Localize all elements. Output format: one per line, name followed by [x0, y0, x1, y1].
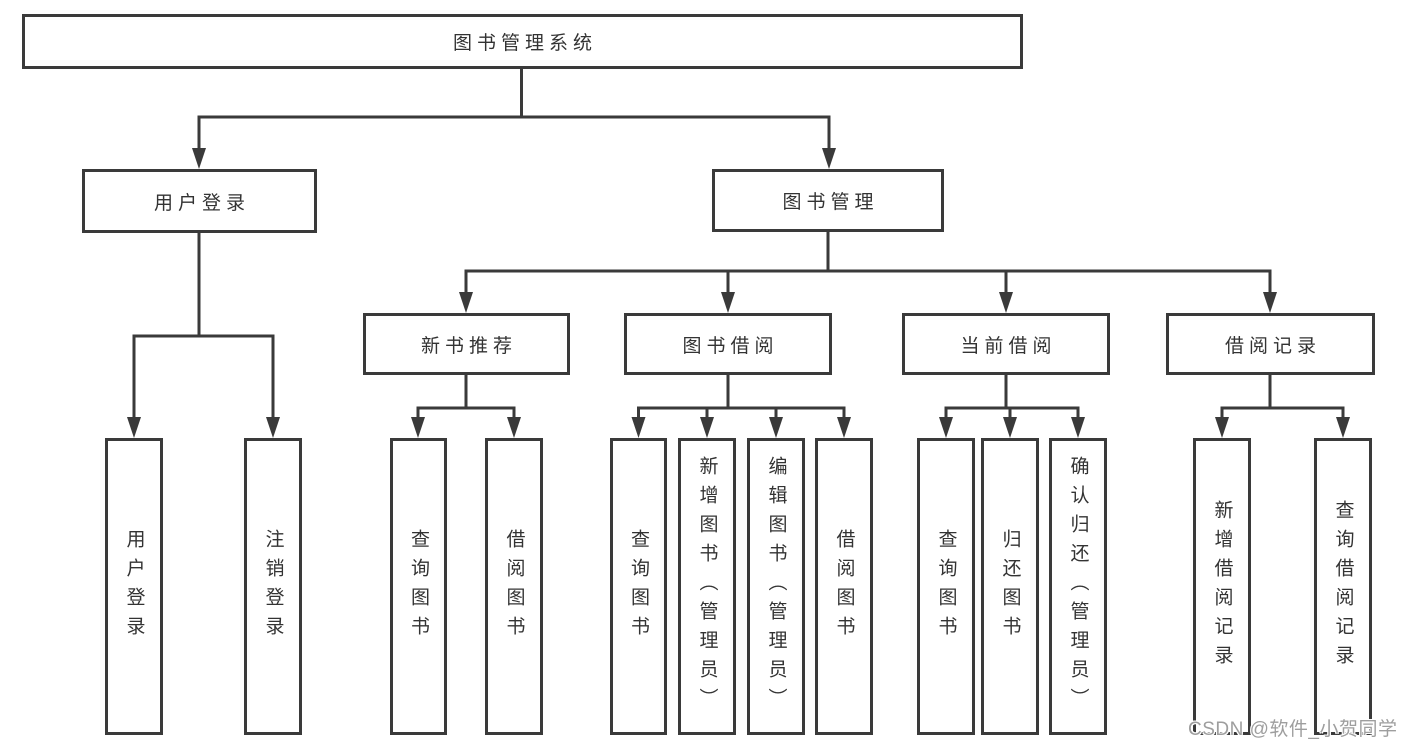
connector-borrow-record-to-leaves — [1220, 375, 1345, 420]
leaf-query-books-current: 查询图书 — [917, 438, 975, 735]
arrowheads — [127, 148, 1350, 438]
arrowhead — [507, 417, 521, 438]
leaf-logout: 注销登录 — [244, 438, 302, 735]
leaf-edit-books-admin-label: 编辑图书（管理员） — [765, 456, 787, 717]
leaf-query-books-current-label: 查询图书 — [935, 528, 957, 645]
arrowhead — [127, 417, 141, 438]
node-book-borrow: 图书借阅 — [624, 313, 832, 375]
connector-root-to-level2 — [197, 69, 831, 151]
arrowhead — [721, 292, 735, 313]
arrowhead — [837, 417, 851, 438]
leaf-user-login: 用户登录 — [105, 438, 163, 735]
arrowhead — [999, 292, 1013, 313]
arrowhead — [700, 417, 714, 438]
arrowhead — [1263, 292, 1277, 313]
node-book-management-label: 图书管理 — [782, 192, 879, 213]
leaf-confirm-return-admin: 确认归还（管理员） — [1049, 438, 1107, 735]
leaf-add-books-admin-label: 新增图书（管理员） — [696, 456, 718, 717]
node-current-borrow: 当前借阅 — [902, 313, 1110, 375]
node-book-borrow-label: 图书借阅 — [682, 335, 779, 357]
leaf-logout-label: 注销登录 — [262, 528, 284, 645]
leaf-query-borrow-record: 查询借阅记录 — [1314, 438, 1372, 735]
csdn-watermark: CSDN @软件_小贺同学 — [1188, 719, 1398, 740]
leaf-query-books-borrow: 查询图书 — [610, 438, 667, 735]
node-library-system: 图书管理系统 — [22, 14, 1023, 69]
arrowhead — [769, 417, 783, 438]
node-user-login: 用户登录 — [82, 169, 317, 233]
leaf-query-books-borrow-label: 查询图书 — [628, 528, 649, 645]
leaf-borrow-books-label: 借阅图书 — [833, 528, 855, 645]
leaf-add-borrow-record: 新增借阅记录 — [1193, 438, 1251, 735]
leaf-borrow-books-recommend-label: 借阅图书 — [503, 528, 525, 645]
node-user-login-label: 用户登录 — [153, 192, 250, 214]
arrowhead — [266, 417, 280, 438]
leaf-return-books: 归还图书 — [981, 438, 1039, 735]
arrowhead — [1336, 417, 1350, 438]
connector-book-management-to-level3 — [464, 232, 1272, 295]
arrowhead — [631, 417, 646, 438]
node-new-book-recommend: 新书推荐 — [363, 313, 570, 375]
arrowhead — [822, 148, 836, 169]
node-borrow-record-label: 借阅记录 — [1224, 335, 1321, 357]
node-new-book-recommend-label: 新书推荐 — [420, 335, 517, 357]
leaf-confirm-return-admin-label: 确认归还（管理员） — [1067, 456, 1089, 717]
leaf-query-books-recommend-label: 查询图书 — [408, 528, 429, 645]
connector-book-borrow-to-leaves — [637, 375, 846, 420]
leaf-return-books-label: 归还图书 — [999, 528, 1021, 645]
connector-user-login-to-leaves — [132, 233, 275, 420]
arrowhead — [411, 417, 425, 438]
leaf-borrow-books-recommend: 借阅图书 — [485, 438, 543, 735]
node-library-system-label: 图书管理系统 — [452, 33, 597, 54]
leaf-query-borrow-record-label: 查询借阅记录 — [1332, 499, 1354, 674]
connector-paths — [132, 69, 1345, 420]
leaf-add-books-admin: 新增图书（管理员） — [678, 438, 736, 735]
leaf-query-books-recommend: 查询图书 — [390, 438, 447, 735]
arrowhead — [1215, 417, 1229, 438]
leaf-edit-books-admin: 编辑图书（管理员） — [747, 438, 805, 735]
leaf-add-borrow-record-label: 新增借阅记录 — [1211, 499, 1233, 674]
arrowhead — [1003, 417, 1017, 438]
leaf-user-login-label: 用户登录 — [123, 528, 145, 645]
leaf-borrow-books: 借阅图书 — [815, 438, 873, 735]
connector-current-borrow-to-leaves — [944, 375, 1080, 420]
connector-new-book-to-leaves — [416, 375, 516, 420]
arrowhead — [192, 148, 206, 169]
arrowhead — [939, 417, 953, 438]
node-borrow-record: 借阅记录 — [1166, 313, 1375, 375]
arrowhead — [1071, 417, 1085, 438]
node-current-borrow-label: 当前借阅 — [960, 335, 1057, 357]
node-book-management: 图书管理 — [712, 169, 944, 232]
arrowhead — [459, 292, 473, 313]
